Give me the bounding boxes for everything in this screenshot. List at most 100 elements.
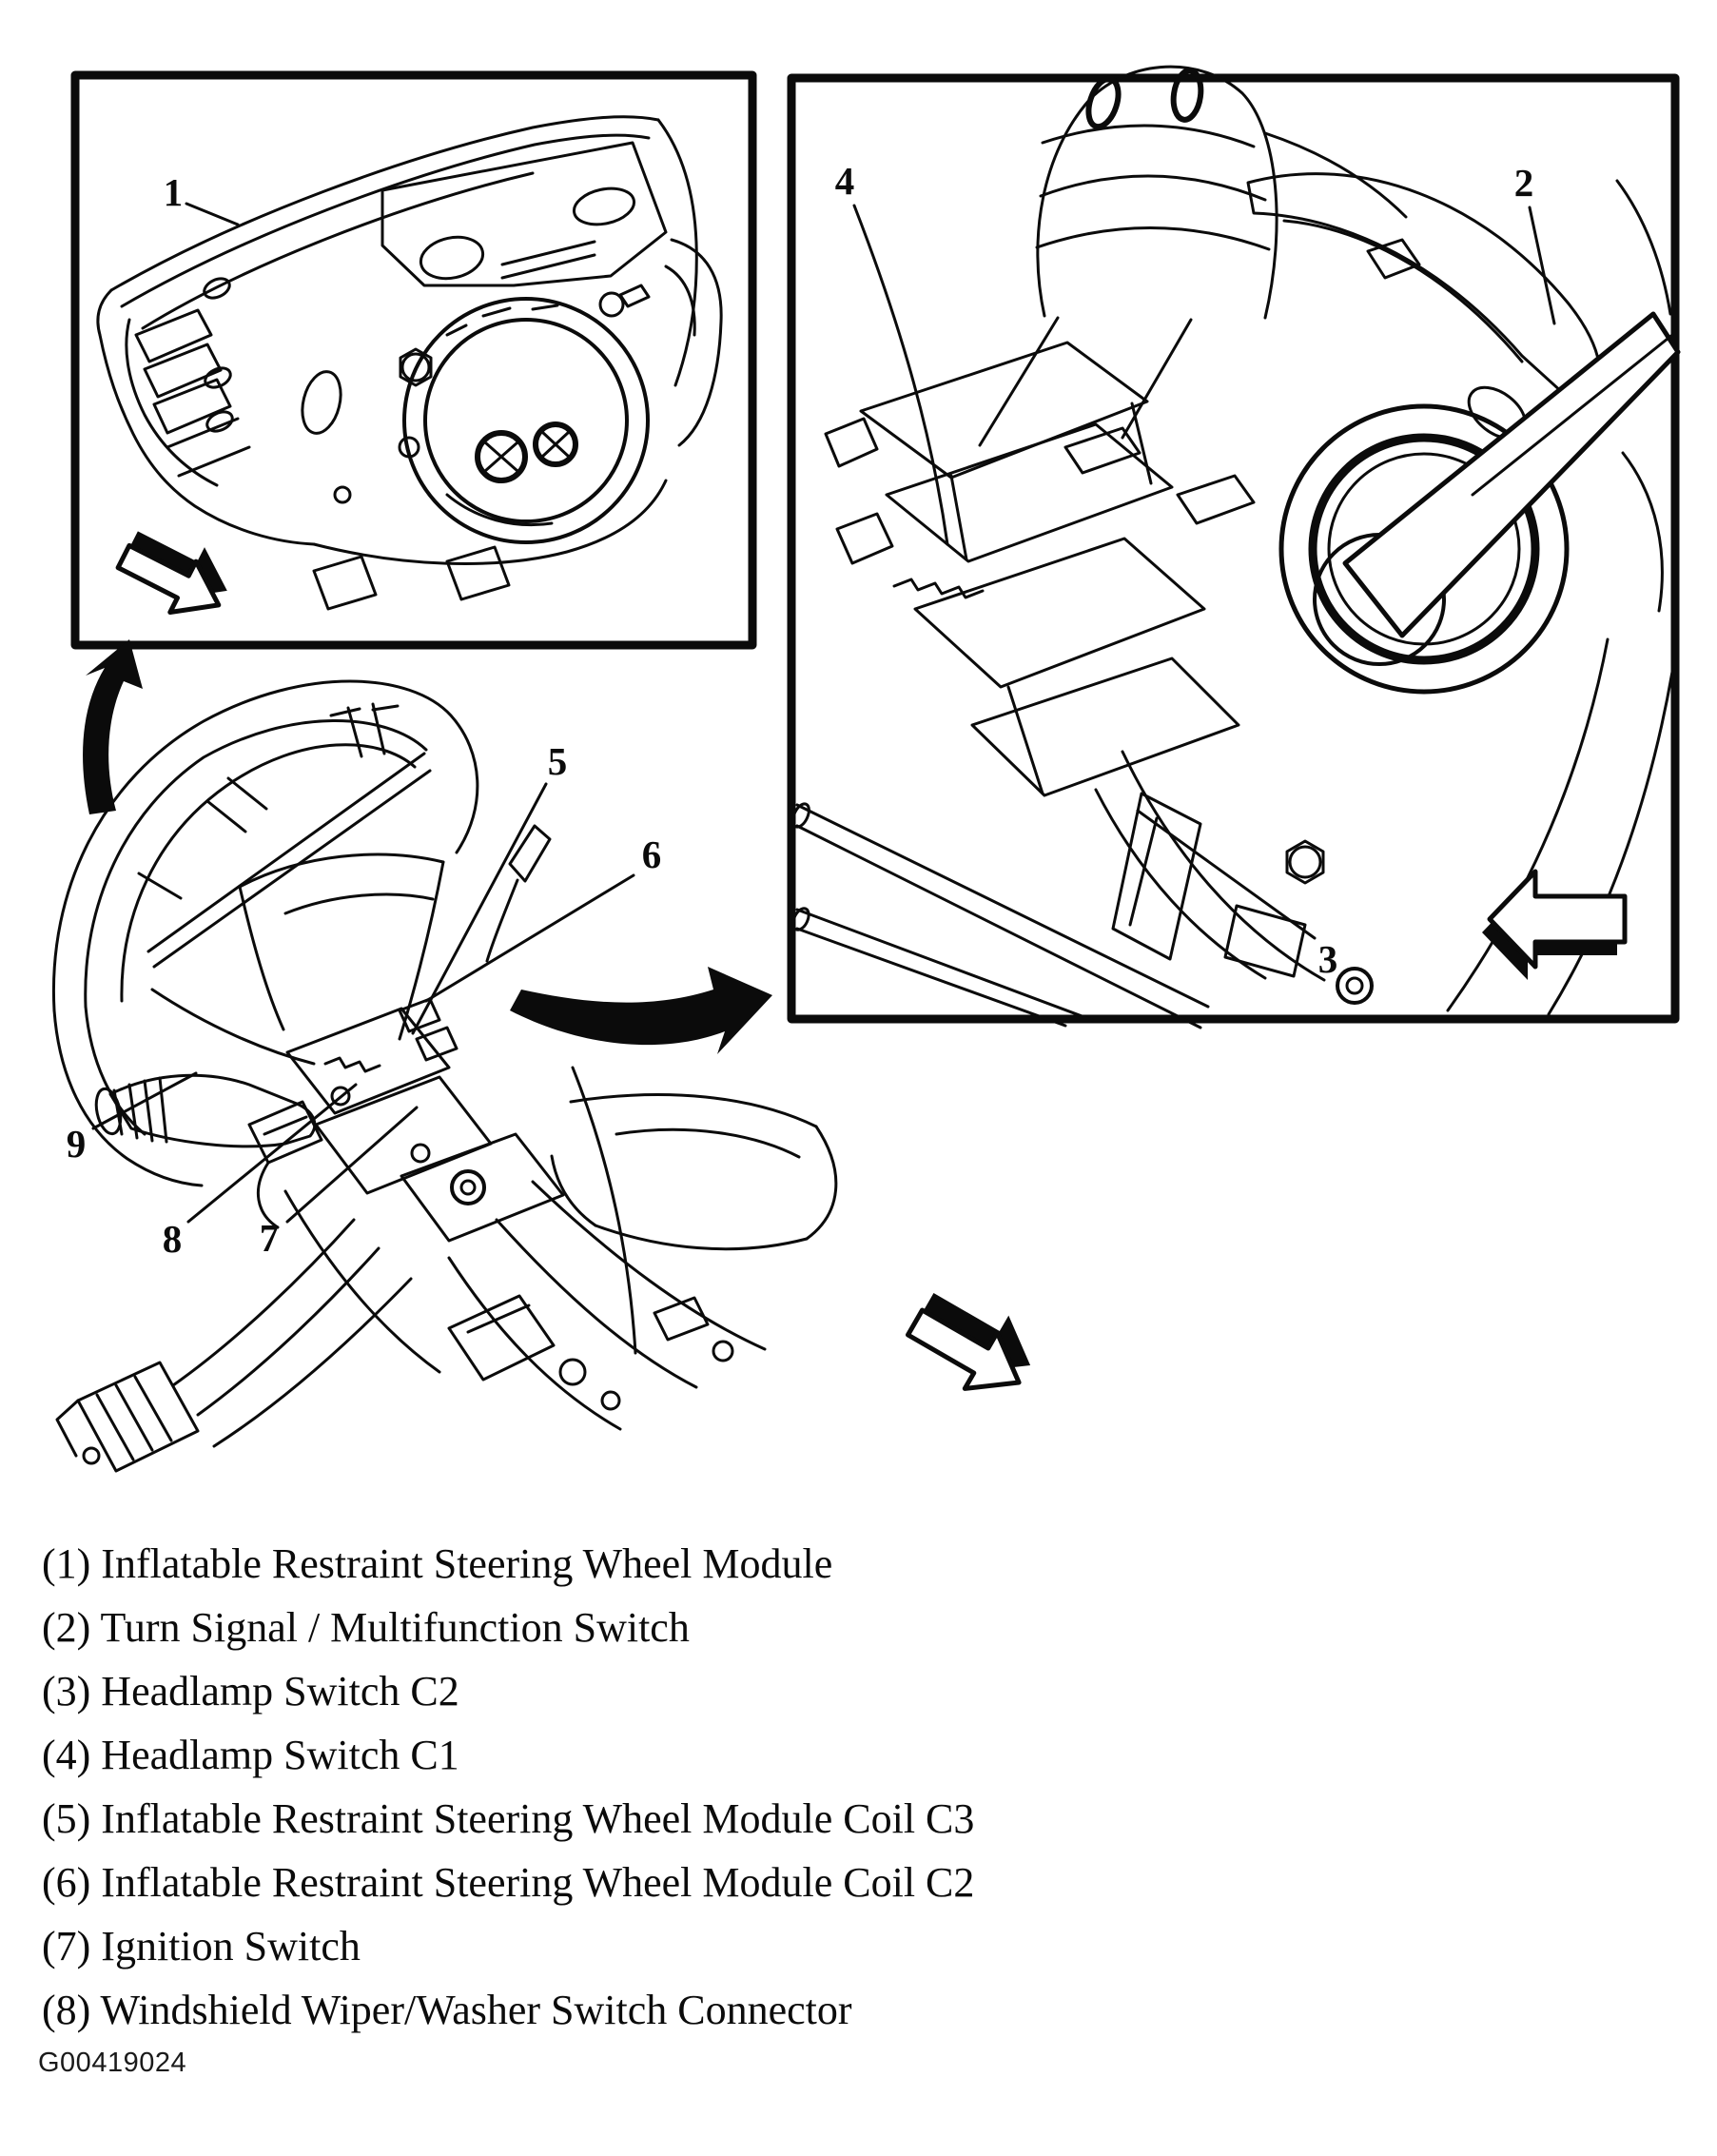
direction-arrow-icon [906, 1293, 1031, 1391]
wheel-spoke [146, 752, 432, 969]
direction-arrow-icon [115, 531, 227, 615]
callout-7: 7 [260, 1216, 280, 1260]
detail-circle [82, 1446, 101, 1465]
leader-line-1 [185, 202, 240, 226]
stalk-knob [94, 1087, 123, 1136]
mount-bolt-hex [399, 347, 433, 387]
vent-louver [152, 378, 232, 435]
legend-item: (3) Headlamp Switch C2 [42, 1668, 459, 1715]
rim-dash [329, 704, 400, 717]
detail-line [1615, 179, 1672, 316]
detail-line [120, 133, 651, 308]
callout-3: 3 [1318, 937, 1338, 981]
switch-detail [1063, 426, 1141, 475]
switch-detail [1176, 474, 1256, 525]
detail-line [466, 1303, 531, 1334]
detail-line [263, 1115, 308, 1136]
callout-5: 5 [548, 739, 568, 783]
inflator-ring [402, 297, 650, 544]
detail-line [664, 265, 696, 337]
switch-detail [835, 512, 894, 565]
detail-line [1446, 637, 1610, 1012]
legend-item: (4) Headlamp Switch C1 [42, 1732, 459, 1778]
detail-line [196, 1246, 380, 1417]
leader-line-5 [411, 782, 548, 1035]
detail-line [445, 493, 554, 527]
legend-item: (6) Inflatable Restraint Steering Wheel … [42, 1859, 975, 1906]
leader-line-9 [91, 1071, 198, 1130]
wheel-opening [120, 743, 417, 1003]
legend-item: (1) Inflatable Restraint Steering Wheel … [42, 1540, 833, 1587]
detail-oval [203, 277, 231, 300]
column-bracket [805, 1125, 838, 1241]
switch-block [400, 1132, 565, 1243]
panel-steering-wheel-module: 1 [70, 70, 757, 650]
rod-end [791, 802, 810, 829]
detail-circle [330, 1086, 351, 1107]
flange-arc [1094, 788, 1267, 980]
hex-bolt [1288, 845, 1322, 879]
gear-teeth [892, 578, 985, 599]
boot-slot [1170, 68, 1204, 123]
column-boot [1036, 65, 1278, 320]
detail-line [445, 304, 559, 337]
detail-line [125, 318, 219, 487]
column-tube [212, 1277, 413, 1448]
gear-teeth [323, 1056, 381, 1073]
wire [495, 1218, 698, 1389]
detail-line [1128, 816, 1159, 927]
stud [598, 291, 625, 318]
detail-line [949, 402, 1153, 795]
bracket [670, 238, 723, 447]
steering-wheel-column-assembly: 5 6 9 8 7 [51, 639, 1031, 1473]
column-bracket [569, 1093, 818, 1128]
rim-tick [137, 702, 386, 900]
coil-connector [415, 1026, 459, 1062]
mount-bolt [400, 352, 431, 382]
mount-bolt [398, 436, 420, 459]
switch-block [885, 422, 1174, 563]
vent-louver [143, 343, 223, 399]
detail-circle [558, 1358, 587, 1386]
connector-screw [533, 421, 578, 467]
mount-tab [312, 555, 378, 611]
switch-detail [824, 417, 879, 468]
stalk-ribs [112, 1076, 168, 1144]
wire [571, 1066, 637, 1355]
switch-block [913, 537, 1206, 689]
coil-housing-ring [1308, 433, 1540, 665]
arrow-body [115, 542, 222, 615]
rotate-up-arrow-icon [83, 639, 143, 814]
figure-id: G00419024 [38, 2048, 187, 2078]
flange-hole [1366, 238, 1421, 280]
harness-rod [795, 908, 1094, 1028]
boot-rib [1035, 124, 1271, 251]
pad-hole [301, 370, 342, 435]
panel-steering-column-closeup: 4 2 3 [787, 65, 1681, 1029]
stud [1345, 976, 1364, 995]
detail-line [1263, 131, 1408, 219]
connector [653, 1296, 710, 1342]
connector-pigtail [256, 1161, 280, 1229]
bracket [1223, 904, 1307, 978]
detail-line [1282, 219, 1524, 363]
wiper-switch-connector [247, 1100, 323, 1165]
legend-item: (2) Turn Signal / Multifunction Switch [42, 1604, 690, 1651]
rod-end [791, 907, 810, 931]
coil-connector [398, 997, 441, 1033]
detail-circle [600, 1390, 621, 1411]
direction-arrow-left-icon [1482, 869, 1628, 980]
module-pad-left-edge [98, 333, 316, 546]
callout-1: 1 [164, 170, 184, 214]
switch-block [859, 341, 1149, 480]
hub-cone [238, 853, 445, 889]
detail-line [550, 1154, 597, 1227]
detail-line [141, 171, 535, 330]
mount-bolt [333, 485, 352, 504]
leader-line-2 [1528, 206, 1556, 325]
detail-line [1547, 670, 1674, 1016]
detail-oval [204, 366, 232, 389]
flange-arc [1121, 750, 1326, 982]
connector [447, 1294, 556, 1382]
